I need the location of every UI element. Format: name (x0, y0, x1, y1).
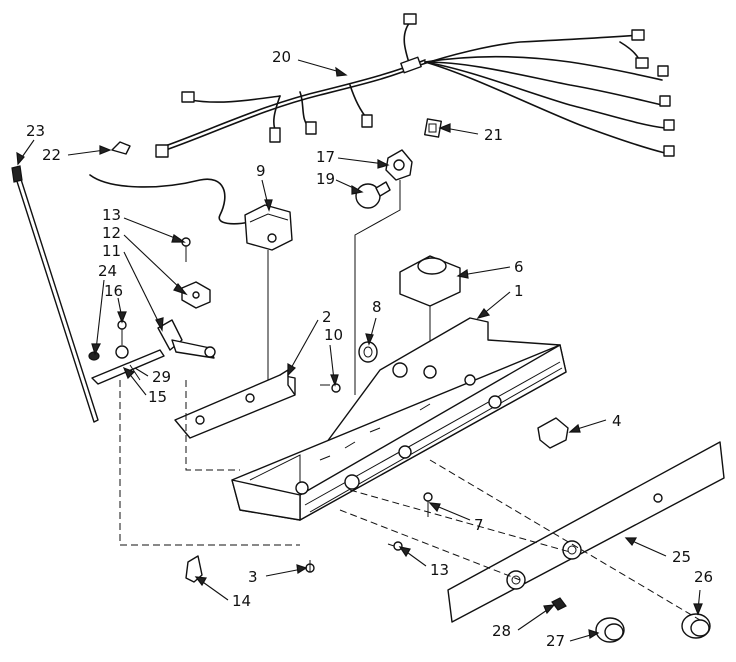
callout-8: 8 (372, 298, 382, 316)
callout-11: 11 (102, 242, 121, 260)
control-rod (11, 165, 99, 423)
light-socket (354, 149, 413, 395)
grommet (358, 341, 378, 363)
callout-19: 19 (316, 170, 335, 188)
callout-25: 25 (672, 548, 691, 566)
callout-6: 6 (514, 258, 524, 276)
callout-28: 28 (492, 622, 511, 640)
callout-1: 1 (514, 282, 524, 300)
switch (537, 417, 569, 449)
callout-12: 12 (102, 224, 121, 242)
mounting-bracket (174, 369, 296, 439)
callout-2: 2 (322, 308, 332, 326)
knob-clip (551, 597, 567, 611)
callout-15: 15 (148, 388, 167, 406)
alignment-lines (119, 380, 701, 621)
callout-13-top: 13 (102, 206, 121, 224)
callout-labels: 20 21 22 23 17 19 9 13 12 11 24 16 29 15… (26, 48, 713, 650)
defrost-timer (399, 255, 461, 370)
control-panel (447, 441, 725, 623)
callout-14: 14 (232, 592, 251, 610)
wiring-harness (155, 13, 675, 158)
callout-27: 27 (546, 632, 565, 650)
callout-20: 20 (272, 48, 291, 66)
lever-assembly (91, 345, 165, 385)
control-knob-left (595, 617, 625, 643)
callout-4: 4 (612, 412, 622, 430)
callout-29: 29 (152, 368, 171, 386)
callout-7: 7 (474, 516, 484, 534)
washer (88, 351, 100, 361)
leader-lines (16, 59, 703, 642)
callout-23: 23 (26, 122, 45, 140)
callout-24: 24 (98, 262, 117, 280)
callout-26: 26 (694, 568, 713, 586)
wire-clip (111, 141, 131, 155)
thermostat (89, 174, 293, 380)
control-housing (231, 317, 567, 521)
control-knob-right (681, 613, 711, 639)
callout-22: 22 (42, 146, 61, 164)
sensor-bracket (157, 319, 216, 359)
clamp-bracket (181, 281, 211, 309)
callout-16: 16 (104, 282, 123, 300)
light-bulb (355, 181, 391, 209)
callout-10: 10 (324, 326, 343, 344)
callout-21: 21 (484, 126, 503, 144)
screws (117, 237, 433, 573)
callout-13-bottom: 13 (430, 561, 449, 579)
callout-9: 9 (256, 162, 266, 180)
connector-block (424, 118, 442, 138)
callout-17: 17 (316, 148, 335, 166)
callout-3: 3 (248, 568, 258, 586)
